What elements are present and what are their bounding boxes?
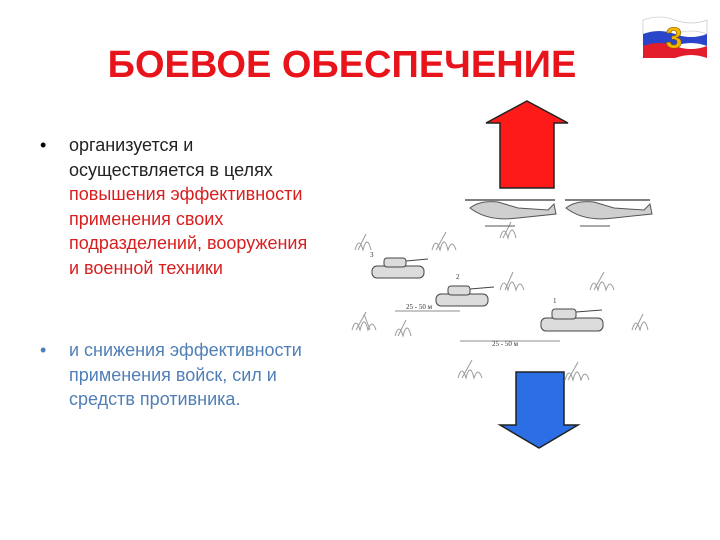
russian-flag-icon: 3 bbox=[641, 14, 709, 61]
bullet-text: организуется и осуществляется в целях по… bbox=[69, 133, 349, 280]
arrow-down-icon bbox=[497, 371, 581, 449]
bullet-text: и снижения эффективности применения войс… bbox=[69, 338, 349, 412]
bullet-line: организуется и bbox=[69, 135, 194, 155]
tank-label: 3 bbox=[370, 251, 374, 259]
bullet-line-emphasis: подразделений, вооружения bbox=[69, 233, 308, 253]
tank-icon bbox=[371, 257, 604, 332]
bullet-line-emphasis: применения своих bbox=[69, 208, 224, 229]
bullet-line: осуществляется в целях bbox=[69, 159, 273, 180]
distance-label: 25 - 50 м bbox=[406, 303, 433, 311]
bullet-dot: • bbox=[40, 340, 47, 360]
battle-illustration: 3 2 1 25 - 50 м 25 - 50 м bbox=[351, 100, 653, 449]
bush-icon bbox=[351, 221, 649, 382]
tank-label: 1 bbox=[553, 297, 557, 305]
bullet-line: применения войск, сил и bbox=[69, 364, 277, 385]
distance-label: 25 - 50 м bbox=[492, 340, 519, 348]
bullet-line: средств противника. bbox=[69, 389, 241, 409]
bullet-line: и снижения эффективности bbox=[69, 340, 302, 360]
tank-label: 2 bbox=[456, 273, 460, 281]
bullet-line-emphasis: повышения эффективности bbox=[69, 184, 303, 204]
helicopter-icon bbox=[465, 199, 653, 227]
bullet-line-emphasis: и военной техники bbox=[69, 257, 223, 278]
slide-number: 3 bbox=[666, 22, 683, 55]
bullet-dot: • bbox=[40, 135, 47, 155]
page-title: БОЕВОЕ ОБЕСПЕЧЕНИЕ bbox=[107, 44, 577, 86]
arrow-up-icon bbox=[485, 100, 569, 189]
